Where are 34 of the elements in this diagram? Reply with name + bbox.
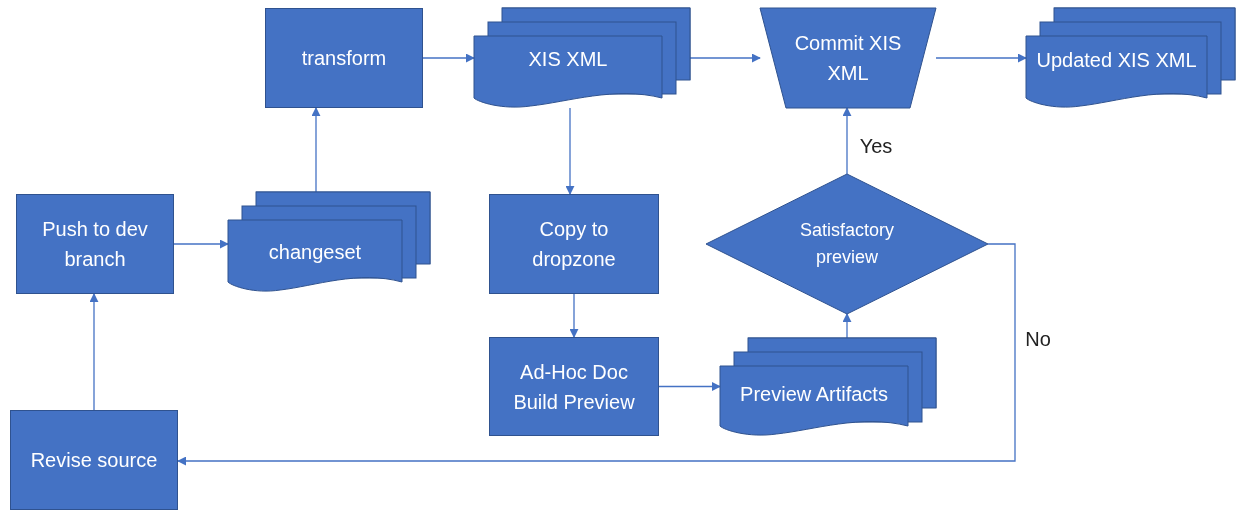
process-box bbox=[489, 194, 659, 294]
node-label: changeset bbox=[268, 240, 362, 265]
arrow bbox=[658, 382, 721, 391]
node-label: Preview Artifacts bbox=[740, 382, 888, 407]
arrow bbox=[569, 293, 579, 338]
process-box bbox=[10, 410, 178, 510]
arrow bbox=[422, 53, 475, 63]
node-label: Commit XIS XML bbox=[793, 31, 903, 86]
arrow bbox=[935, 53, 1027, 63]
arrow bbox=[89, 293, 99, 411]
process-box bbox=[489, 337, 659, 436]
document-stack bbox=[1026, 8, 1235, 108]
document-stack bbox=[228, 192, 430, 292]
document-stack bbox=[474, 8, 690, 108]
arrow bbox=[842, 313, 852, 339]
arrow bbox=[842, 107, 852, 175]
arrow bbox=[689, 53, 761, 63]
node-label: Push to dev branch bbox=[41, 217, 149, 272]
node-label: Satisfactory preview bbox=[798, 219, 895, 269]
document-stack bbox=[720, 338, 936, 436]
node-label: Updated XIS XML bbox=[1036, 48, 1197, 73]
arrow bbox=[311, 107, 321, 193]
node-label: XIS XML bbox=[528, 47, 608, 72]
arrow bbox=[173, 239, 229, 249]
manual-operation-shape bbox=[760, 8, 936, 108]
node-label: Copy to dropzone bbox=[531, 217, 617, 272]
arrow bbox=[177, 243, 1016, 466]
node-label: Revise source bbox=[30, 448, 158, 473]
decision-diamond bbox=[706, 174, 988, 314]
arrow bbox=[565, 107, 575, 195]
process-box bbox=[16, 194, 174, 294]
process-box bbox=[265, 8, 423, 108]
node-label: transform bbox=[301, 46, 387, 71]
node-label: Ad-Hoc Doc Build Preview bbox=[512, 359, 636, 415]
